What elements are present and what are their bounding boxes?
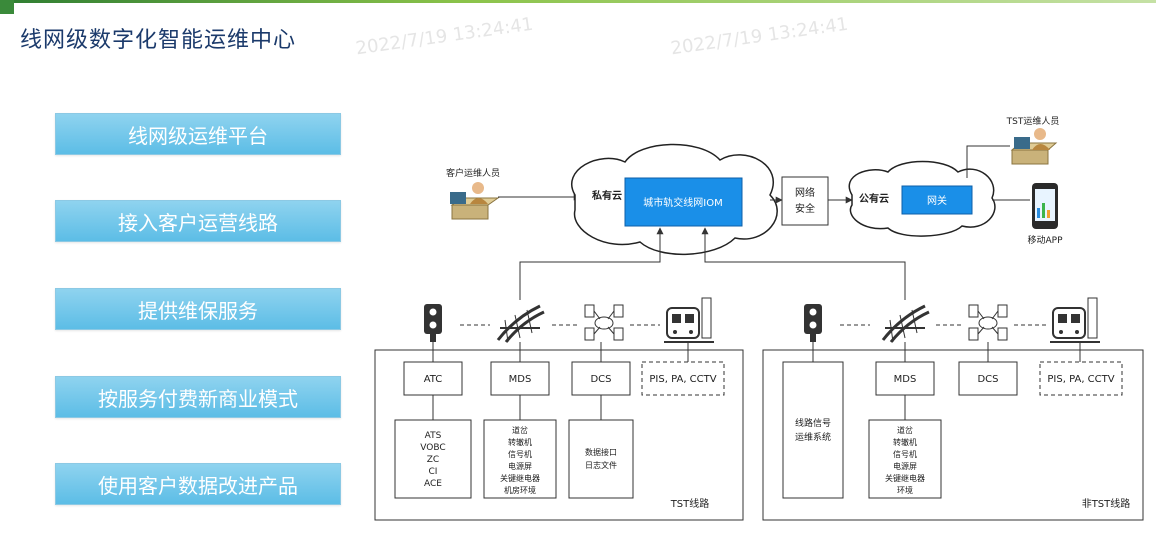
mds-label-right: MDS	[894, 374, 917, 385]
customer-ops-label: 客户运维人员	[446, 167, 500, 179]
pis-label-right: PIS, PA, CCTV	[1047, 374, 1114, 385]
mds-item: 道岔	[512, 425, 528, 435]
mds-item: 关键继电器	[500, 473, 540, 483]
pis-label-left: PIS, PA, CCTV	[649, 374, 716, 385]
top-accent-bar	[0, 0, 1156, 3]
signal-system-line1: 线路信号	[795, 417, 831, 429]
non-tst-line-label: 非TST线路	[1082, 497, 1131, 510]
network-security-line2: 安全	[795, 202, 815, 215]
iom-box[interactable]	[624, 177, 743, 227]
page-title: 线网级数字化智能运维中心	[20, 28, 297, 53]
network-security-box[interactable]	[781, 176, 829, 226]
private-cloud-label: 私有云	[591, 189, 622, 202]
signal-system-line2: 运维系统	[795, 431, 831, 443]
dcs-label-right: DCS	[977, 374, 998, 385]
atc-item: ZC	[427, 455, 439, 465]
signal-light-icon	[424, 304, 442, 342]
dcs-label-left: DCS	[590, 374, 611, 385]
corner-accent	[0, 0, 14, 14]
signal-light-icon	[804, 304, 822, 342]
dcs-item: 数据接口	[585, 447, 617, 457]
feature-button-data-improvement[interactable]: 使用客户数据改进产品	[55, 463, 341, 505]
network-server-icon	[968, 304, 1008, 341]
dcs-box-left[interactable]	[571, 361, 631, 396]
mobile-app-label: 移动APP	[1027, 234, 1063, 246]
mds-item: 环境	[897, 485, 913, 495]
feature-button-pay-per-service[interactable]: 按服务付费新商业模式	[55, 376, 341, 418]
dcs-box-right[interactable]	[958, 361, 1018, 396]
network-server-icon	[584, 304, 624, 341]
gateway-label: 网关	[927, 194, 947, 207]
dcs-item: 日志文件	[585, 460, 617, 470]
mds-item: 信号机	[508, 449, 532, 459]
atc-items-box	[394, 419, 472, 499]
atc-label: ATC	[424, 374, 443, 385]
mds-item: 电源屏	[508, 461, 532, 471]
mds-item: 机房环境	[504, 485, 536, 495]
atc-item: VOBC	[420, 443, 445, 453]
iom-label: 城市轨交线网IOM	[643, 196, 722, 209]
train-icon	[664, 297, 714, 343]
person-at-desk-icon	[1010, 128, 1058, 165]
dcs-items-box-left	[568, 419, 634, 499]
atc-item: CI	[429, 467, 438, 477]
mds-item: 转辙机	[893, 437, 917, 447]
pis-box-left[interactable]	[641, 361, 725, 396]
feature-button-platform[interactable]: 线网级运维平台	[55, 113, 341, 155]
smartphone-icon	[1032, 183, 1058, 229]
feature-button-maintenance[interactable]: 提供维保服务	[55, 288, 341, 330]
feature-button-customer-lines[interactable]: 接入客户运营线路	[55, 200, 341, 242]
rail-switch-icon	[881, 304, 930, 343]
pis-box-right[interactable]	[1039, 361, 1123, 396]
network-security-line1: 网络	[795, 186, 815, 199]
tst-line-label: TST线路	[670, 497, 710, 510]
mds-item: 道岔	[897, 425, 913, 435]
mds-item: 关键继电器	[885, 473, 925, 483]
atc-item: ACE	[424, 479, 442, 489]
tst-ops-label: TST运维人员	[1006, 115, 1060, 127]
rail-switch-icon	[496, 304, 545, 343]
atc-box[interactable]	[403, 361, 463, 396]
public-cloud-label: 公有云	[859, 192, 889, 205]
mds-box-right[interactable]	[875, 361, 935, 396]
atc-item: ATS	[425, 431, 442, 441]
mds-items-box-left	[483, 419, 557, 499]
gateway-box[interactable]	[901, 185, 973, 215]
mds-item: 转辙机	[508, 437, 532, 447]
mds-item: 电源屏	[893, 461, 917, 471]
mds-items-box-right	[868, 419, 942, 499]
mds-label-left: MDS	[509, 374, 532, 385]
mds-item: 信号机	[893, 449, 917, 459]
person-at-desk-icon	[450, 182, 500, 220]
signal-system-box[interactable]	[782, 361, 844, 499]
train-icon	[1050, 297, 1100, 343]
mds-box-left[interactable]	[490, 361, 550, 396]
